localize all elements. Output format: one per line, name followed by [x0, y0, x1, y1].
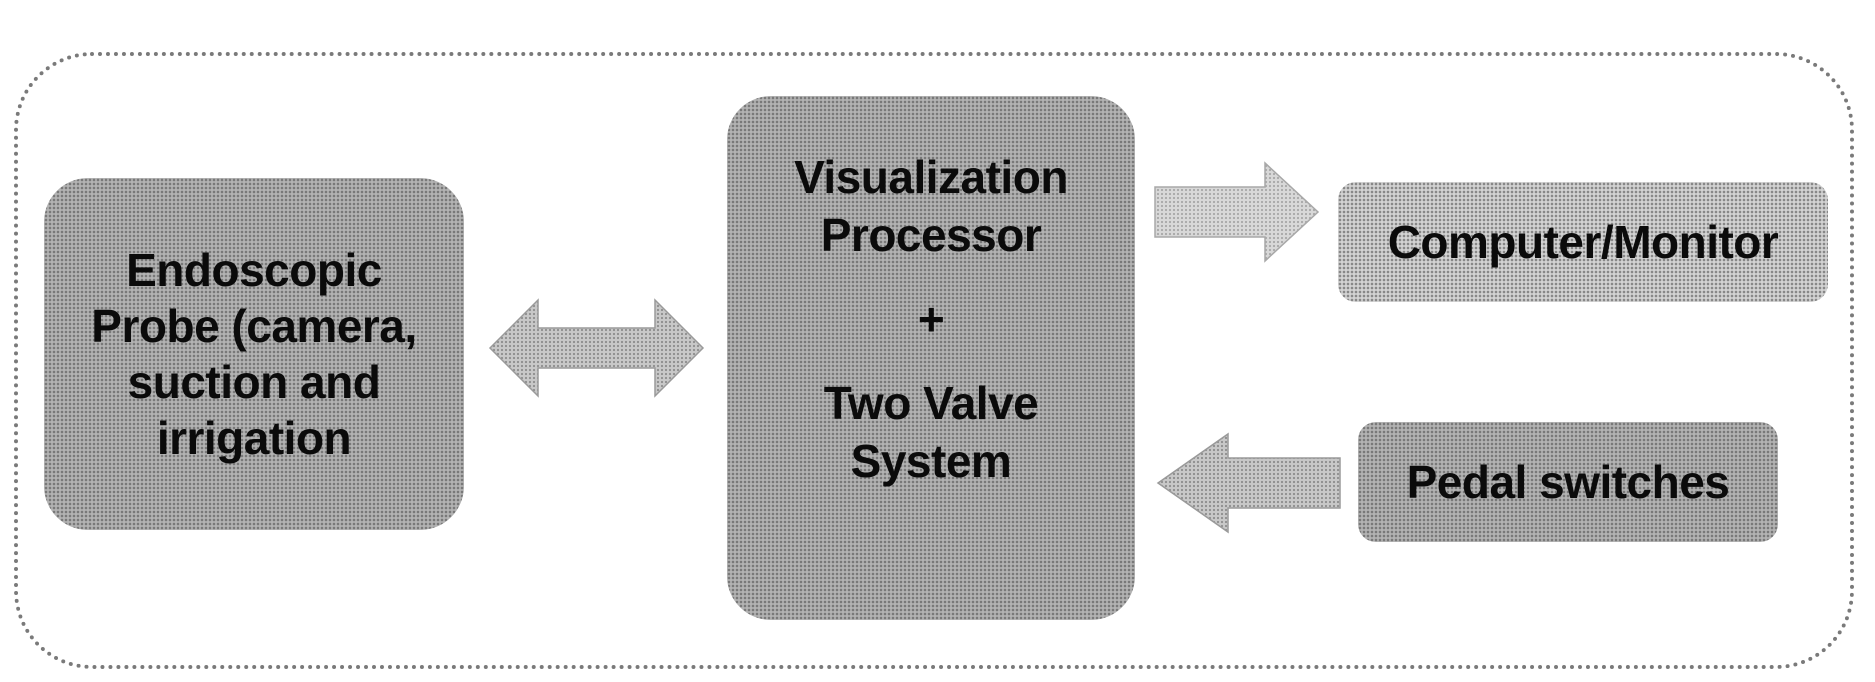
double-arrow-probe-processor [490, 300, 703, 396]
arrow-pedal-to-processor [1158, 434, 1340, 532]
arrow-processor-to-computer [1155, 163, 1318, 261]
